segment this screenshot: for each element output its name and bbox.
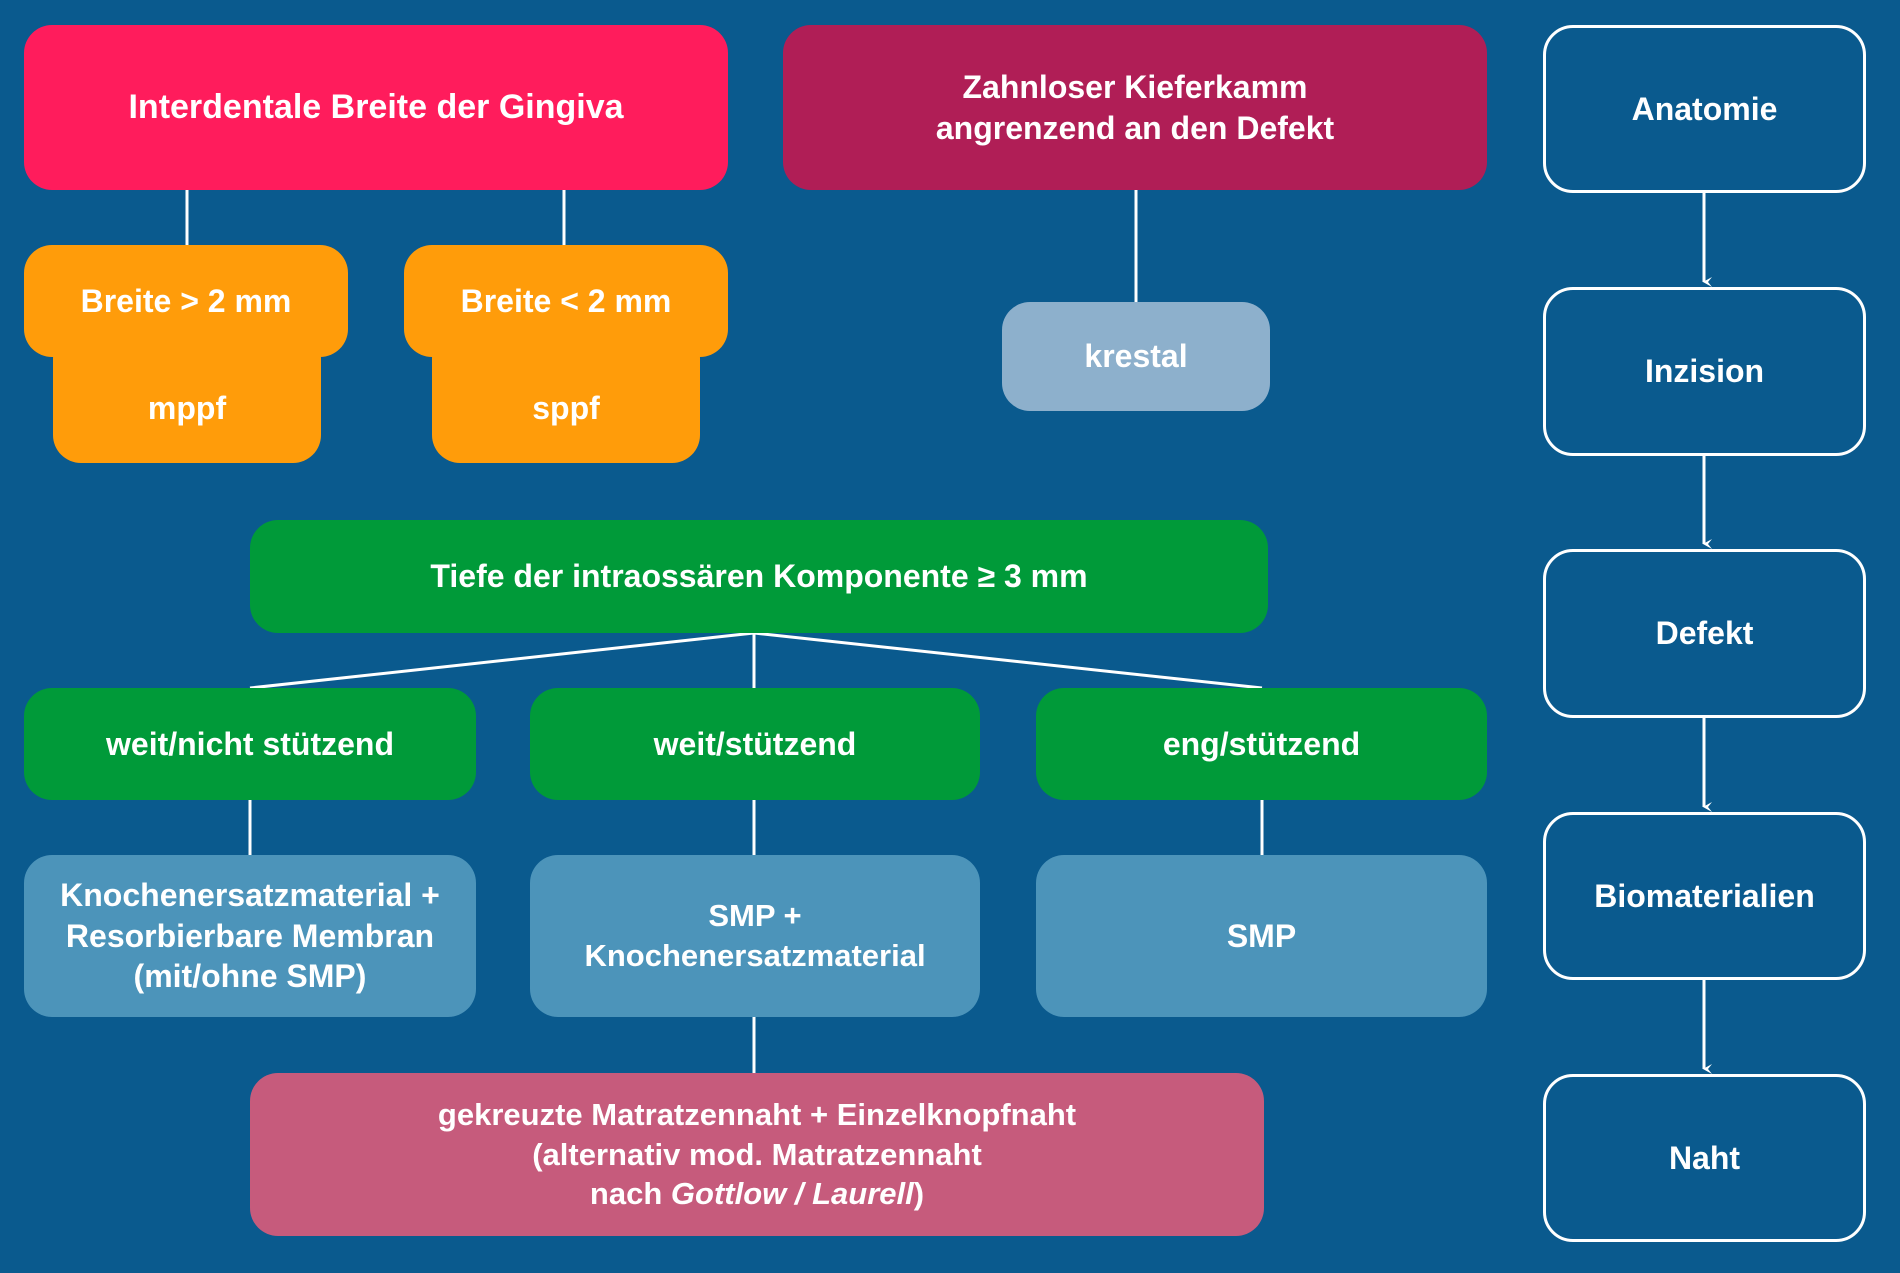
defect-type-wide-supporting: weit/stützend bbox=[530, 688, 980, 800]
defect-type-wide-nonsupporting: weit/nicht stützend bbox=[24, 688, 476, 800]
step-defekt: Defekt bbox=[1543, 549, 1866, 718]
suture-line-2: (alternativ mod. Matratzennaht bbox=[532, 1136, 982, 1172]
step-biomaterialien: Biomaterialien bbox=[1543, 812, 1866, 980]
suture-line-3-suffix: ) bbox=[913, 1176, 925, 1212]
width-less-2mm-node: Breite < 2 mm bbox=[404, 245, 728, 357]
step-naht: Naht bbox=[1543, 1074, 1866, 1242]
step-inzision: Inzision bbox=[1543, 287, 1866, 456]
material-smp: SMP bbox=[1036, 855, 1487, 1017]
intraosseous-depth-header: Tiefe der intraossären Komponente ≥ 3 mm bbox=[250, 520, 1268, 633]
suture-line-3-prefix: nach bbox=[589, 1176, 671, 1212]
edentulous-ridge-header: Zahnloser Kieferkamm angrenzend an den D… bbox=[783, 25, 1487, 190]
suture-line-3: nach Gottlow / Laurell) bbox=[590, 1174, 924, 1214]
width-greater-2mm-node: Breite > 2 mm bbox=[24, 245, 348, 357]
defect-type-narrow-supporting: eng/stützend bbox=[1036, 688, 1487, 800]
connector-defect-left bbox=[249, 631, 755, 690]
suture-author-names: Gottlow / Laurell bbox=[670, 1176, 914, 1212]
material-bone-substitute-membrane: Knochenersatzmaterial + Resorbierbare Me… bbox=[24, 855, 476, 1017]
material-smp-bone-substitute: SMP + Knochenersatzmaterial bbox=[530, 855, 980, 1017]
connector-defect-right bbox=[753, 631, 1263, 690]
krestal-node: krestal bbox=[1002, 302, 1270, 411]
step-anatomie: Anatomie bbox=[1543, 25, 1866, 193]
suture-line-1: gekreuzte Matratzennaht + Einzelknopfnah… bbox=[437, 1096, 1077, 1132]
gingiva-width-header: Interdentale Breite der Gingiva bbox=[24, 25, 728, 190]
suture-technique-node: gekreuzte Matratzennaht + Einzelknopfnah… bbox=[250, 1073, 1264, 1236]
